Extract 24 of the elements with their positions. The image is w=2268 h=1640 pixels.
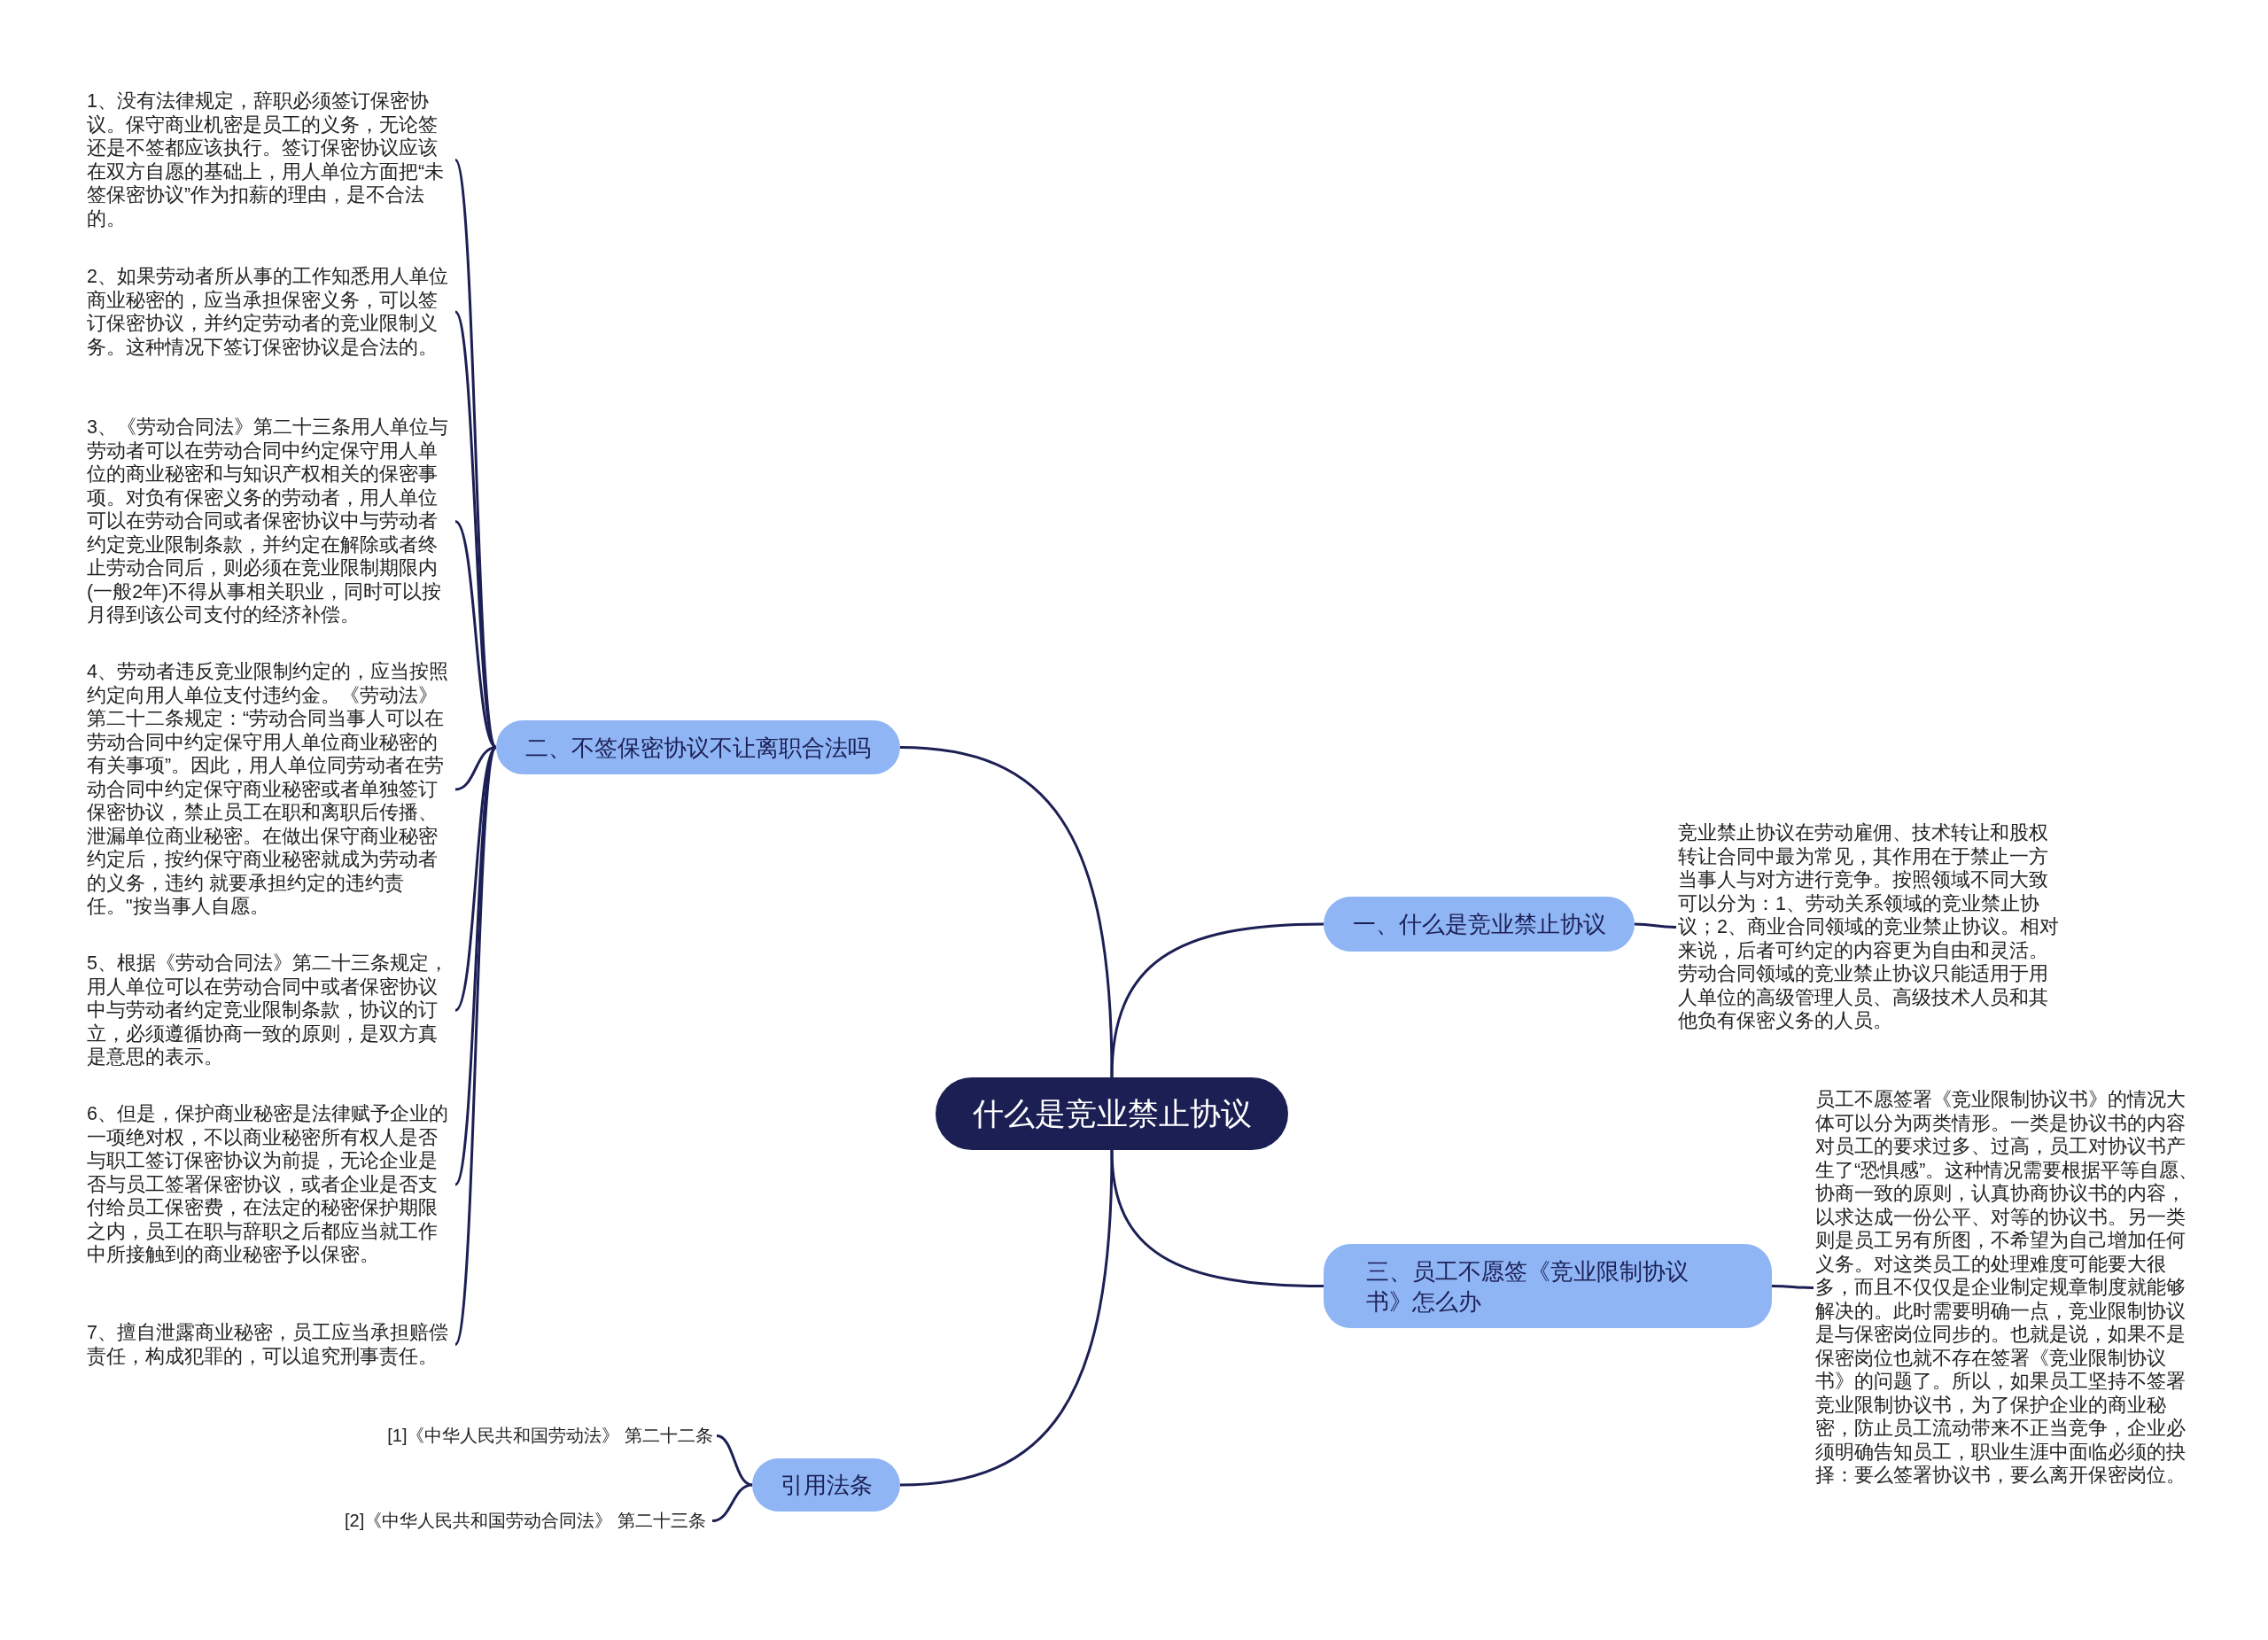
connector-line bbox=[716, 1434, 753, 1487]
note-text: 4、劳动者违反竞业限制约定的，应当按照约定向用人单位支付违约金。《劳动法》第二十二条规定：“劳动合同当事人可以在劳动合同中约定保守用人单位商业秘密的有关事项”。因此，用人单位同劳动者在劳动合同中约定保守商业秘密或者单独签订保密协议，禁止员工在职和离职后传播、泄漏单位商业秘密。在做出保守商业秘密约定后，按约保守商业秘密就成为劳动者的义务，违约 就要承担约定的违约责任。"按当事人自愿。 bbox=[87, 660, 452, 919]
connector-line bbox=[1110, 1149, 1324, 1287]
connector-line bbox=[1110, 922, 1324, 1078]
note-text: 6、但是，保护商业秘密是法律赋予企业的一项绝对权，不以商业秘密所有权人是否与职工签订保密协议为前提，无论企业是否与员工签署保密协议，或者企业是否支付给员工保密费，在法定的秘密保护期限之内，员工在职与辞职之后都应当就工作中所接触到的商业秘密予以保密。 bbox=[87, 1102, 452, 1267]
topic-box: 一、什么是竞业禁止协议 bbox=[1324, 897, 1635, 952]
note-text: 2、如果劳动者所从事的工作知悉用人单位商业秘密的，应当承担保密义务，可以签订保密协议，并约定劳动者的竞业限制义务。这种情况下签订保密协议是合法的。 bbox=[87, 265, 452, 359]
note-text: 3、《劳动合同法》第二十三条用人单位与劳动者可以在劳动合同中约定保守用人单位的商业秘密和与知识产权相关的保密事项。对负有保密义务的劳动者，用人单位可以在劳动合同或者保密协议中与劳动者约定竞业限制条款，并约定在解除或者终止劳动合同后，则必须在竞业限制期限内(一般2年)不得从事相关职业，同时可以按月得到该公司支付的经济补偿。 bbox=[87, 416, 452, 627]
note-text: 5、根据《劳动合同法》第二十三条规定，用人单位可以在劳动合同中或者保密协议中与劳动者约定竞业限制条款，协议的订立，必须遵循协商一致的原则，是双方真是意思的表示。 bbox=[87, 952, 452, 1069]
reference-text: [1]《中华人民共和国劳动法》 第二十二条 bbox=[354, 1424, 713, 1448]
note-text: 7、擅自泄露商业秘密，员工应当承担赔偿责任，构成犯罪的，可以追究刑事责任。 bbox=[87, 1321, 452, 1368]
central-topic: 什么是竞业禁止协议 bbox=[936, 1077, 1288, 1150]
note-text: 员工不愿签署《竞业限制协议书》的情况大体可以分为两类情形。一类是协议书的内容对员工的要求过多、过高，员工对协议书产生了“恐惧感”。这种情况需要根据平等自愿、协商一致的原则，认真协商协议书的内容，以求达成一份公平、对等的协议书。另一类则是员工另有所图，不希望为自己增加任何义务。对这类员工的处理难度可能要大很多，而且不仅仅是企业制定规章制度就能够解决的。此时需要明确一点，竞业限制协议是与保密岗位同步的。也就是说，如果不是保密岗位也就不存在签署《竞业限制协议书》的问题了。所以，如果员工坚持不签署竞业限制协议书，为了保护企业的商业秘密，防止员工流动带来不正当竞争，企业必须明确告知员工，职业生涯中面临必须的抉择：要么签署协议书，要么离开保密岗位。 bbox=[1815, 1088, 2200, 1488]
topic-box: 二、不签保密协议不让离职合法吗 bbox=[496, 720, 900, 774]
reference-text: [2]《中华人民共和国劳动合同法》 第二十三条 bbox=[345, 1509, 709, 1533]
connector-line bbox=[1634, 922, 1677, 929]
connector-line bbox=[1772, 1285, 1814, 1289]
connector-line bbox=[899, 746, 1114, 1078]
connector-line bbox=[711, 1483, 753, 1522]
topic-box: 引用法条 bbox=[752, 1458, 900, 1512]
note-text: 竞业禁止协议在劳动雇佣、技术转让和股权转让合同中最为常见，其作用在于禁止一方当事人与对方进行竞争。按照领域不同大致可以分为：1、劳动关系领域的竞业禁止协议；2、商业合同领域的竞业禁止协议。相对来说，后者可约定的内容更为自由和灵活。劳动合同领域的竞业禁止协议只能适用于用人单位的高级管理人员、高级技术人员和其他负有保密义务的人员。 bbox=[1678, 821, 2062, 1033]
note-text: 1、没有法律规定，辞职必须签订保密协议。保守商业机密是员工的义务，无论签还是不签都应该执行。签订保密协议应该在双方自愿的基础上，用人单位方面把“未签保密协议”作为扣薪的理由，是不合法的。 bbox=[87, 89, 452, 230]
topic-box: 三、员工不愿签《竞业限制协议书》怎么办 bbox=[1324, 1244, 1772, 1328]
connector-line bbox=[899, 1149, 1114, 1487]
